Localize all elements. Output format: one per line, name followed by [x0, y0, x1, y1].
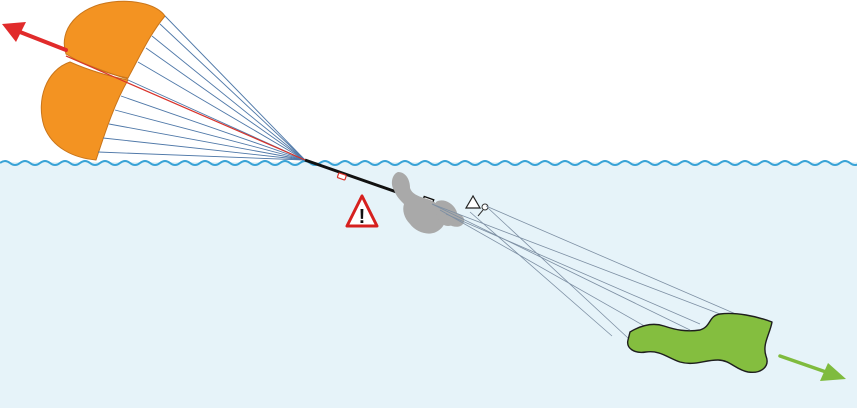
warning-icon: !	[345, 194, 379, 228]
trailing-lines	[431, 203, 746, 339]
pull-arrow-right-icon	[778, 354, 846, 381]
small-triangle-icon	[464, 194, 482, 209]
swimmer-icon	[391, 172, 465, 234]
towline-connector	[336, 172, 347, 181]
warning-symbol: !	[359, 206, 366, 228]
pull-arrow-left-icon	[2, 22, 68, 52]
suspension-lines	[97, 15, 306, 161]
water-surface-wave	[0, 160, 857, 166]
drogue-parachute-icon	[40, 0, 306, 161]
center-red-line	[65, 55, 306, 161]
sea-anchor-shape	[627, 312, 773, 373]
